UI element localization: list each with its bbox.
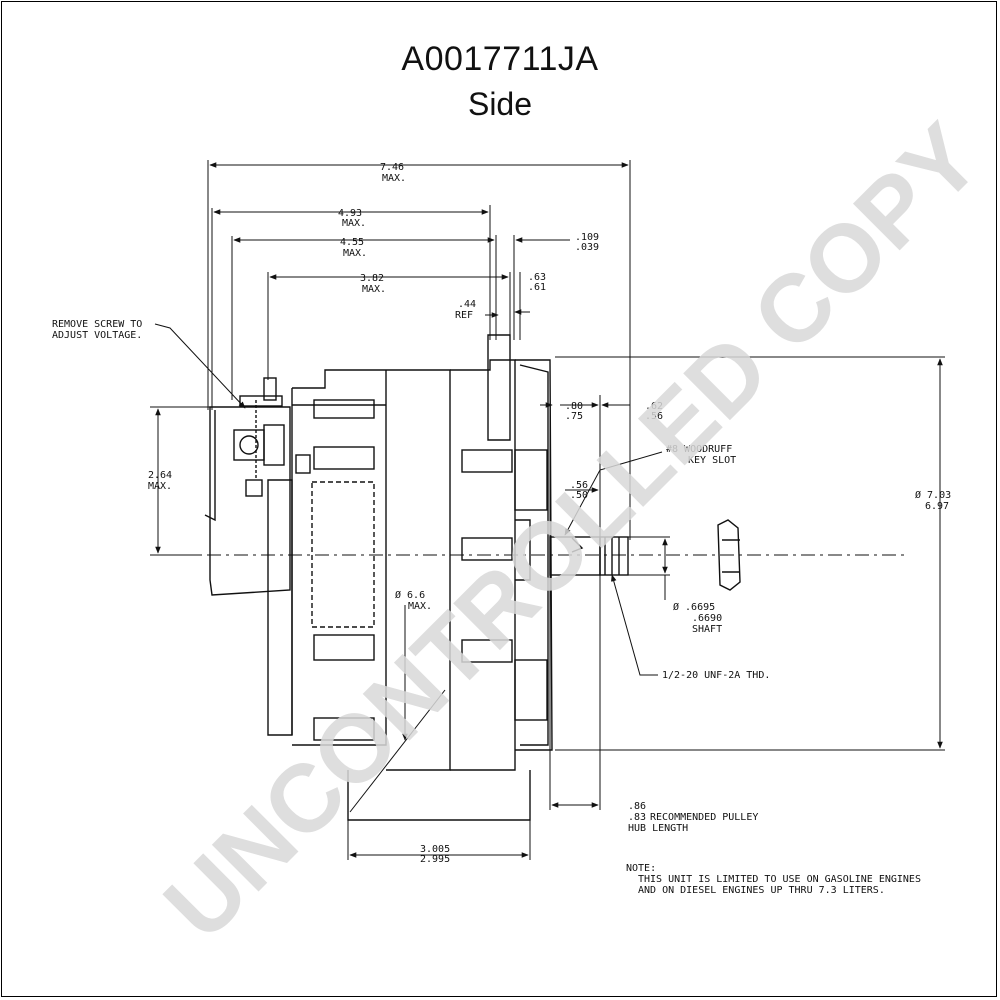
dim-dia66-value: Ø 6.6	[395, 589, 425, 601]
view-subtitle: Side	[467, 86, 533, 122]
dim-109-lower: .039	[575, 242, 599, 253]
callout-screw-line2: ADJUST VOLTAGE.	[52, 330, 142, 341]
drawing-note: NOTE: THIS UNIT IS LIMITED TO USE ON GAS…	[626, 863, 921, 896]
dim-80-upper: .80	[565, 401, 583, 412]
dim-109-upper: .109	[575, 232, 599, 243]
dim-56-lower: .50	[570, 490, 588, 501]
dim-493-value: 4.93	[338, 208, 362, 219]
dim-hub-lower: .83	[628, 812, 646, 823]
callout-woodruff-line2: KEY SLOT	[688, 455, 736, 466]
dim-dia703-lower: 6.97	[925, 501, 949, 512]
dim-56-upper: .56	[570, 480, 588, 491]
dim-62-upper: .62	[645, 401, 663, 412]
dim-overall-value: 7.46	[380, 162, 404, 173]
dim-455-value: 4.55	[340, 237, 364, 248]
dim-455-qualifier: MAX.	[343, 248, 367, 259]
dimension-labels: 7.46 MAX. 4.93 MAX. 4.55 MAX. 3.82 MAX. …	[148, 162, 951, 865]
callout-labels: REMOVE SCREW TO ADJUST VOLTAGE. #8 WOODR…	[52, 319, 770, 681]
dim-3005-upper: 3.005	[420, 844, 450, 855]
dim-62-lower: .56	[645, 411, 663, 422]
note-heading: NOTE:	[626, 863, 656, 874]
dim-shaft-upper: Ø .6695	[673, 601, 715, 613]
dim-shaft-lower: .6690	[692, 613, 722, 624]
dim-shaft-label: SHAFT	[692, 624, 722, 635]
dim-ref44-value: .44	[458, 299, 476, 310]
alternator-outline	[204, 334, 741, 821]
note-line2: AND ON DIESEL ENGINES UP THRU 7.3 LITERS…	[638, 885, 885, 896]
dim-dia66-qualifier: MAX.	[408, 601, 432, 612]
dim-80-lower: .75	[565, 411, 583, 422]
dim-264-value: 2.64	[148, 470, 172, 481]
dim-ref44-qualifier: REF	[455, 310, 473, 321]
dim-hub-label2: HUB LENGTH	[628, 823, 688, 834]
dim-overall-qualifier: MAX.	[382, 173, 406, 184]
dim-3005-lower: 2.995	[420, 854, 450, 865]
uncontrolled-copy-watermark: UNCONTROLLED COPY	[144, 104, 1000, 960]
dim-hub-label1: RECOMMENDED PULLEY	[650, 812, 758, 823]
dim-382-value: 3.82	[360, 273, 384, 284]
dim-264-qualifier: MAX.	[148, 481, 172, 492]
extension-lines	[150, 160, 945, 860]
dim-63-lower: .61	[528, 282, 546, 293]
callout-thread: 1/2-20 UNF-2A THD.	[662, 670, 770, 681]
note-line1: THIS UNIT IS LIMITED TO USE ON GASOLINE …	[638, 874, 921, 885]
dim-dia703-upper: Ø 7.03	[915, 489, 951, 501]
dim-hub-upper: .86	[628, 801, 646, 812]
dim-382-qualifier: MAX.	[362, 284, 386, 295]
callout-screw-line1: REMOVE SCREW TO	[52, 319, 142, 330]
dimension-lines	[155, 162, 943, 858]
leader-lines	[154, 323, 663, 813]
drawing-title: A0017711JA	[401, 40, 599, 78]
dim-493-qualifier: MAX.	[342, 218, 366, 229]
callout-woodruff-line1: #8 WOODRUFF	[666, 444, 732, 455]
dim-63-upper: .63	[528, 272, 546, 283]
